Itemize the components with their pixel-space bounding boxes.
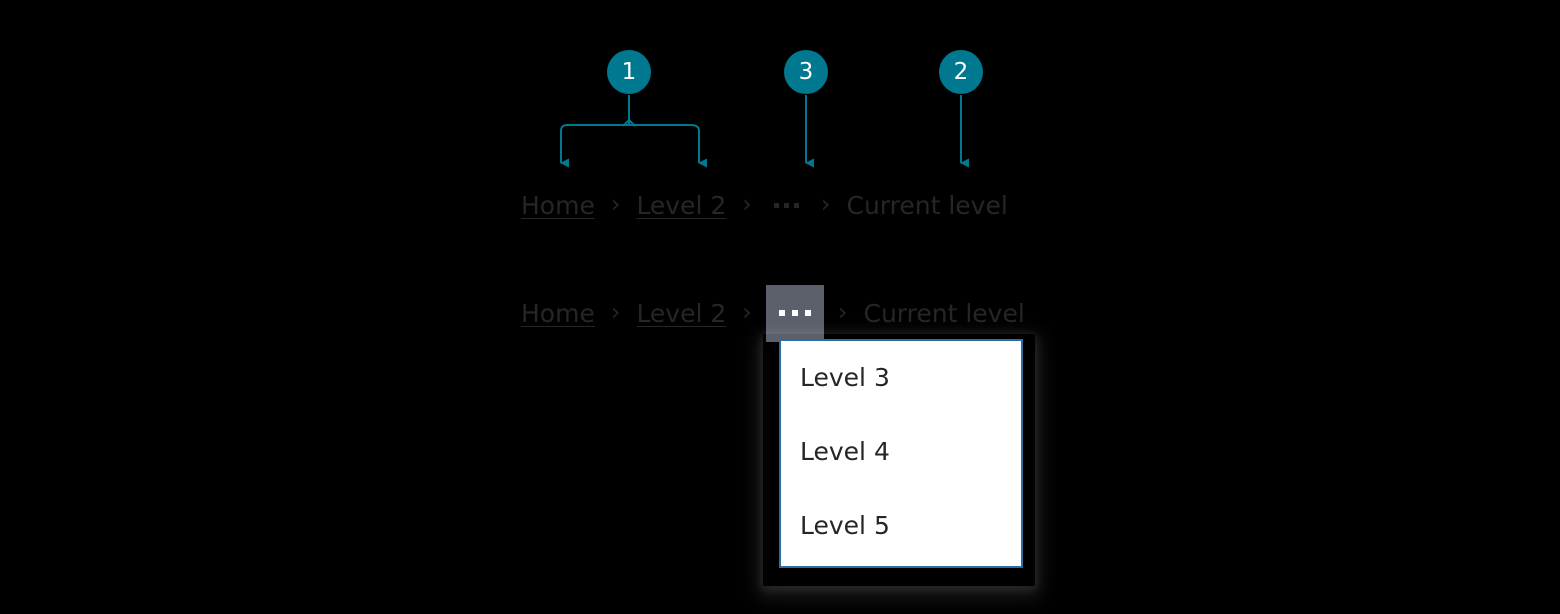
flyout-item-level-4[interactable]: Level 4: [800, 437, 890, 466]
breadcrumb-separator-icon: ›: [837, 298, 848, 326]
overflow-flyout-menu: Level 3 Level 4 Level 5: [779, 339, 1023, 568]
breadcrumb-item-level-2[interactable]: Level 2: [636, 298, 727, 328]
breadcrumb-item-home[interactable]: Home: [521, 298, 595, 328]
callout-badge-2: 2: [939, 50, 983, 94]
breadcrumb-item-home[interactable]: Home: [521, 190, 595, 220]
ellipsis-dot: [793, 202, 799, 208]
flyout-item-level-3[interactable]: Level 3: [800, 363, 890, 392]
breadcrumb-separator-icon: ›: [742, 298, 752, 326]
breadcrumb-separator-icon: ›: [610, 298, 621, 326]
breadcrumb-overflow-icon[interactable]: [766, 183, 807, 227]
breadcrumb-overflow-open: Home › Level 2 › › Current level: [519, 284, 1027, 342]
breadcrumb-default: Home › Level 2 › › Current level: [519, 183, 1010, 227]
callout-badge-3: 3: [784, 50, 828, 94]
callout-badge-1-number: 1: [621, 59, 637, 85]
breadcrumb-separator-icon: ›: [610, 190, 621, 218]
breadcrumb-separator-icon: ›: [820, 190, 831, 218]
breadcrumb-item-level-2[interactable]: Level 2: [636, 190, 727, 220]
callout-badge-3-number: 3: [798, 59, 814, 85]
callout-1-junction: [622, 118, 636, 127]
breadcrumb-item-current-level: Current level: [863, 298, 1025, 328]
ellipsis-dot: [773, 202, 779, 208]
breadcrumb-overflow-button[interactable]: [765, 284, 824, 342]
breadcrumb-separator-icon: ›: [742, 190, 752, 218]
ellipsis-dot: [804, 310, 811, 316]
breadcrumb-item-current-level: Current level: [846, 190, 1008, 220]
ellipsis-dot: [783, 202, 789, 208]
callout-badge-1: 1: [607, 50, 651, 94]
callout-1-arrow-home: [560, 124, 569, 168]
callout-1-arrow-level2: [690, 124, 707, 168]
overflow-flyout-container: Level 3 Level 4 Level 5: [755, 330, 1043, 602]
ellipsis-dot: [778, 310, 785, 316]
ellipsis-dot: [791, 310, 798, 316]
callout-badge-2-number: 2: [953, 59, 969, 85]
flyout-item-level-5[interactable]: Level 5: [800, 511, 890, 540]
